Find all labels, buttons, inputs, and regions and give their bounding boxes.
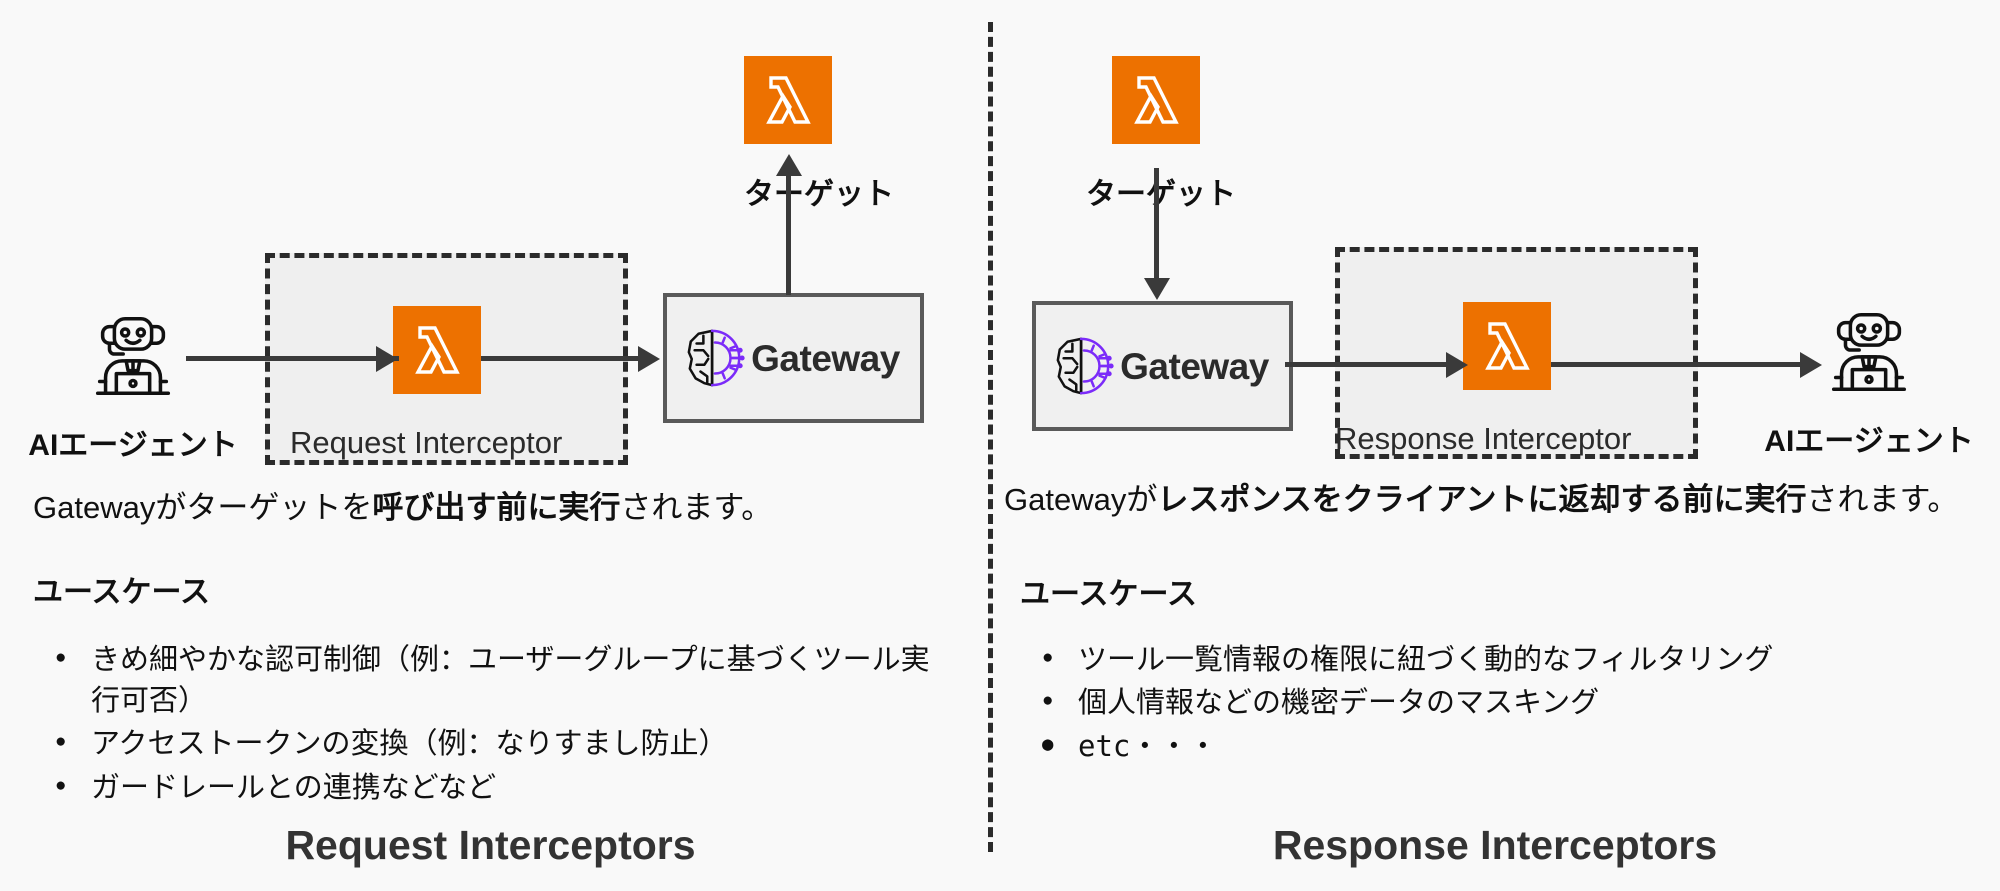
ai-agent-label-right: AIエージェント — [1764, 425, 1974, 458]
brain-gear-gateway-icon-left — [683, 327, 747, 389]
list-item: 個人情報などの機密データのマスキング — [1020, 683, 1970, 724]
lambda-icon-response-interceptor — [1463, 302, 1551, 390]
left-usecase-heading: ユースケース — [33, 576, 210, 609]
lambda-icon-request-interceptor — [393, 306, 481, 394]
left-desc-bold: 呼び出す前に実行 — [372, 490, 621, 525]
arrowhead-right-1 — [376, 346, 398, 372]
list-item: アクセストークンの変換（例：なりすまし防止） — [33, 724, 948, 765]
left-description: Gatewayがターゲットを呼び出す前に実行されます。 — [33, 486, 953, 530]
left-panel-title: Request Interceptors — [285, 822, 696, 868]
ai-agent-icon-right — [1820, 303, 1918, 401]
ai-agent-label-left: AIエージェント — [28, 429, 238, 462]
right-description: Gatewayがレスポンスをクライアントに返却する前に実行されます。 — [1004, 478, 1964, 522]
arrowhead-right-3 — [1446, 352, 1468, 378]
lambda-icon-target-left — [744, 56, 832, 144]
arrowhead-right-4 — [1800, 352, 1822, 378]
gateway-box-right: Gateway — [1032, 301, 1293, 431]
brain-gear-gateway-icon-right — [1052, 335, 1116, 397]
lambda-icon-target-right — [1112, 56, 1200, 144]
arrow-agent-to-interceptor — [186, 356, 399, 361]
arrowhead-right-2 — [638, 346, 660, 372]
arrow-target-to-gateway — [1154, 168, 1159, 280]
arrow-interceptor-to-agent — [1551, 362, 1803, 367]
arrow-interceptor-to-gateway — [481, 356, 638, 361]
response-interceptor-label: Response Interceptor — [1335, 421, 1632, 456]
left-usecase-list: きめ細やかな認可制御（例：ユーザーグループに基づくツール実行可否） アクセストー… — [33, 640, 948, 811]
right-desc-prefix: Gatewayが — [1004, 482, 1158, 517]
vertical-dashed-divider — [988, 22, 993, 852]
target-label-left: ターゲット — [744, 178, 894, 211]
arrowhead-up-1 — [776, 154, 802, 176]
left-desc-suffix: されます。 — [620, 490, 773, 525]
list-item: ガードレールとの連携などなど — [33, 768, 948, 809]
list-item: etc・・・ — [1020, 726, 1970, 767]
request-interceptor-label: Request Interceptor — [290, 425, 563, 460]
gateway-label-right: Gateway — [1120, 345, 1269, 387]
right-desc-bold: レスポンスをクライアントに返却する前に実行 — [1157, 482, 1807, 517]
list-item: ツール一覧情報の権限に紐づく動的なフィルタリング — [1020, 640, 1970, 681]
right-usecase-list: ツール一覧情報の権限に紐づく動的なフィルタリング 個人情報などの機密データのマス… — [1020, 640, 1970, 770]
right-desc-suffix: されます。 — [1806, 482, 1959, 517]
right-panel-title: Response Interceptors — [1272, 822, 1718, 868]
gateway-box-left: Gateway — [663, 293, 924, 423]
ai-agent-icon-left — [84, 307, 182, 405]
target-label-right: ターゲット — [1086, 178, 1236, 211]
left-desc-prefix: Gatewayがターゲットを — [33, 490, 373, 525]
list-item: きめ細やかな認可制御（例：ユーザーグループに基づくツール実行可否） — [33, 640, 948, 722]
gateway-label-left: Gateway — [751, 337, 900, 379]
arrow-gateway-to-interceptor — [1285, 362, 1446, 367]
arrowhead-down-1 — [1144, 278, 1170, 300]
right-usecase-heading: ユースケース — [1020, 578, 1197, 611]
arrow-gateway-to-target — [786, 172, 791, 295]
